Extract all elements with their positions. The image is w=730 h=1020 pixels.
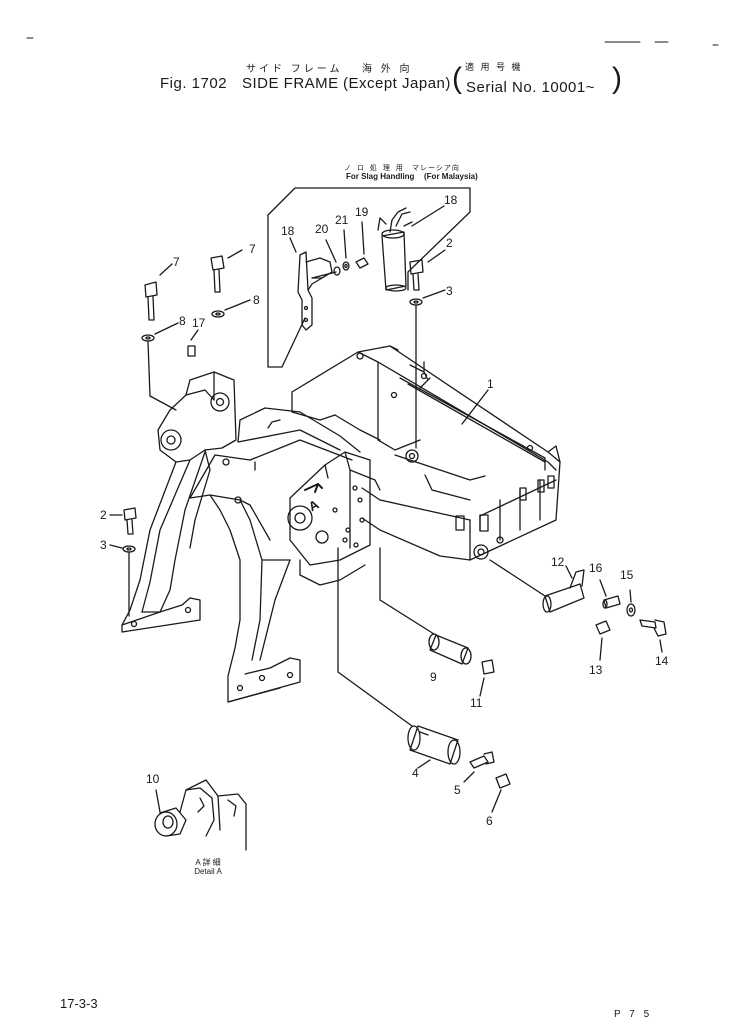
- plug-17: [188, 330, 198, 356]
- callout-6: 6: [486, 814, 493, 828]
- variant-bracket-lower: [268, 318, 305, 367]
- callout-2-left: 2: [100, 508, 107, 522]
- detail-label-en: Detail A: [194, 867, 222, 876]
- variant-jp-malaysia: マレーシア向: [412, 165, 460, 172]
- callout-14: 14: [655, 654, 669, 668]
- bolt-5: [464, 752, 494, 782]
- callout-16: 16: [589, 561, 603, 575]
- callout-8-left: 8: [179, 314, 186, 328]
- japanese-title: サイド フレーム: [246, 64, 343, 75]
- callout-3-top: 3: [446, 284, 453, 298]
- pin-4: [338, 548, 460, 768]
- bolt-11: [480, 660, 494, 696]
- callout-7-right: 7: [249, 242, 256, 256]
- callout-15: 15: [620, 568, 634, 582]
- scan-edge-marks: [27, 38, 718, 45]
- japanese-region: 海 外 向: [362, 64, 413, 75]
- callout-18-slag: 18: [281, 224, 295, 238]
- bolt-6: [492, 774, 510, 812]
- bolt-2-left: [110, 508, 136, 534]
- bracket-18-slag: [290, 238, 336, 330]
- middle-legs: [190, 455, 365, 702]
- bolt-13: [596, 621, 610, 660]
- washer-15: [627, 590, 635, 616]
- detail-a-label: A 詳 細 Detail A: [180, 858, 236, 876]
- serial-open-paren: (: [452, 62, 462, 95]
- callout-20: 20: [315, 222, 329, 236]
- callout-9: 9: [430, 670, 437, 684]
- serial-close-paren: ): [612, 62, 622, 95]
- left-leg: [122, 452, 210, 632]
- callout-11: 11: [470, 696, 483, 710]
- bolt-7-left: [145, 264, 172, 320]
- leader-1: [462, 390, 488, 424]
- washer-8-left: [142, 323, 178, 410]
- callout-13: 13: [589, 663, 603, 677]
- callout-10: 10: [146, 772, 160, 786]
- callout-12: 12: [551, 555, 565, 569]
- bolt-14: [640, 620, 666, 652]
- bolt-2-top: [410, 250, 445, 290]
- callout-19: 19: [355, 205, 369, 219]
- callout-18-malaysia: 18: [444, 193, 458, 207]
- japanese-serial: 適 用 号 機: [465, 62, 523, 72]
- washer-3-left: [110, 545, 135, 616]
- callout-8-right: 8: [253, 293, 260, 307]
- bolt-7-right: [211, 250, 242, 292]
- callout-2-top: 2: [446, 236, 453, 250]
- callout-21: 21: [335, 213, 349, 227]
- callout-3-left: 3: [100, 538, 107, 552]
- bushing-16: [600, 580, 620, 608]
- page-title: SIDE FRAME: [242, 75, 339, 92]
- callout-4: 4: [412, 766, 419, 780]
- variant-slag: For Slag Handling: [346, 172, 415, 181]
- right-pivot-bracket: [288, 452, 380, 565]
- left-pivot-bracket: [158, 372, 236, 470]
- variant-jp-slag: ノ ロ 処 理 用: [344, 165, 405, 172]
- detail-a: [155, 780, 246, 850]
- parts-19-20-21: [326, 222, 368, 275]
- pin-12: [490, 560, 584, 612]
- main-frame-crossbeam: [215, 408, 360, 503]
- corner-code: P 7 5: [614, 1009, 653, 1020]
- callout-1: 1: [487, 377, 494, 391]
- callout-17: 17: [192, 316, 206, 330]
- serial-note: Serial No. 10001~: [466, 79, 595, 96]
- extinguisher-18-malaysia: [378, 206, 444, 291]
- variant-malaysia: (For Malaysia): [424, 172, 478, 181]
- fig-label: Fig. 1702: [160, 75, 228, 92]
- washer-3-top: [410, 290, 445, 448]
- washer-8-right: [212, 300, 250, 317]
- callout-7-left: 7: [173, 255, 180, 269]
- region-note: (Except Japan): [343, 75, 451, 92]
- variant-bracket: [268, 188, 470, 367]
- callout-5: 5: [454, 783, 461, 797]
- pin-9: [380, 548, 471, 664]
- detail-label-jp: A 詳 細: [195, 858, 221, 867]
- page-code: 17-3-3: [60, 996, 98, 1011]
